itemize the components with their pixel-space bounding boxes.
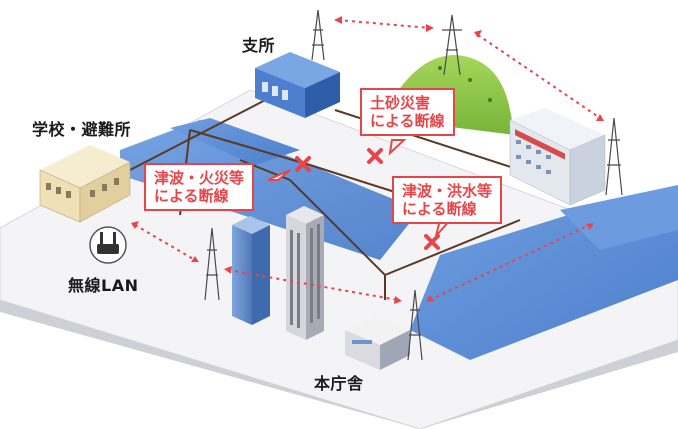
water-area (120, 118, 678, 360)
wireless-lan-label: 無線LAN (68, 276, 139, 295)
callout-tsunami-fire: 津波・火災等 による断線 (144, 163, 255, 211)
main-office-label: 本庁舎 (314, 374, 364, 393)
main-office-building (345, 316, 410, 370)
radio-tower-icon (204, 9, 623, 361)
callout-tsunami-flood: 津波・洪水等 による断線 (392, 176, 503, 224)
branch-office-building (255, 52, 340, 118)
callout-landslide: 土砂災害 による断線 (360, 88, 455, 136)
callout-tsunami-fire-line1: 津波・火災等 (154, 169, 245, 187)
callout-landslide-line2: による断線 (370, 112, 445, 130)
school-label: 学校・避難所 (32, 120, 132, 139)
callout-tsunami-flood-line2: による断線 (402, 200, 477, 218)
callout-tsunami-flood-line1: 津波・洪水等 (402, 182, 493, 200)
branch-label: 支所 (242, 36, 276, 55)
hospital-building (509, 108, 606, 206)
wired-network-lines (129, 94, 521, 300)
skyscrapers (232, 206, 324, 340)
wireless-links (134, 19, 601, 301)
wireless-link-arrowheads (131, 16, 604, 304)
callout-landslide-line1: 土砂災害 (370, 94, 431, 112)
school-building (39, 145, 131, 223)
cut-mark-icon (295, 148, 440, 250)
wifi-router-icon (89, 226, 127, 264)
callout-tsunami-fire-line2: による断線 (154, 187, 229, 205)
